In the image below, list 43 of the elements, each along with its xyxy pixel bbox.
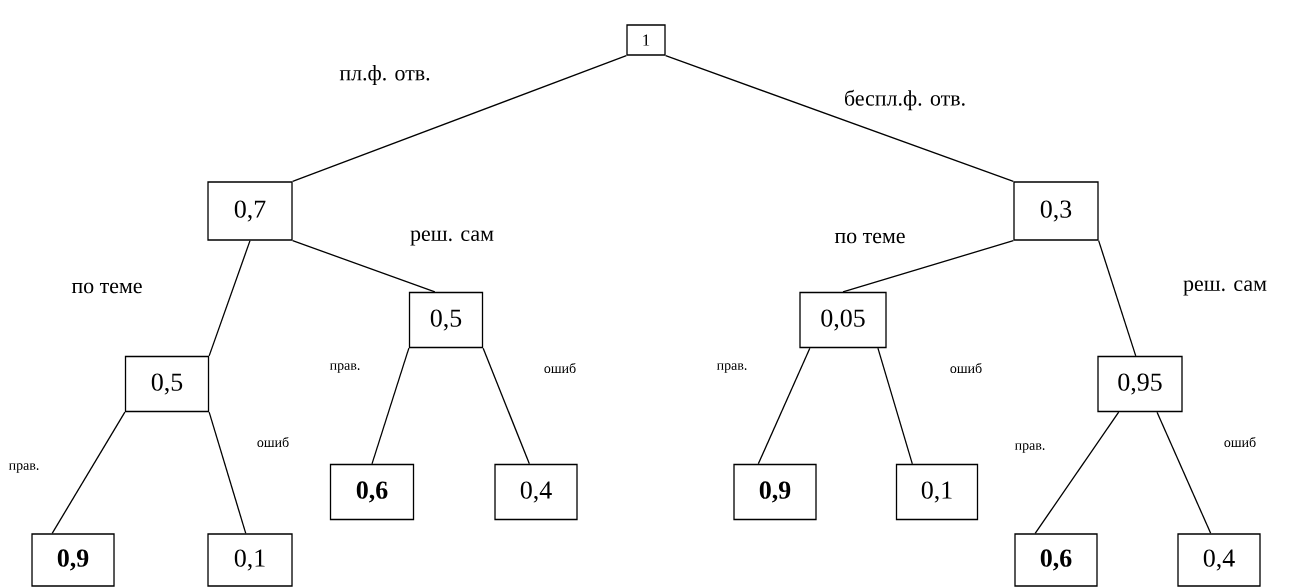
edge-label: прав. [328,362,362,374]
edge-label: прав. [1013,442,1047,454]
value-box: 0,1 [207,533,293,587]
connector-line [208,240,251,357]
edge-label: ошиб [255,435,291,449]
value-box: 0,3 [1013,181,1099,241]
connector-line [51,411,126,534]
edge-label: пл.ф. отв. [338,64,432,86]
connector-line [208,411,247,534]
connector-line [1034,411,1120,534]
value-box: 0,4 [1177,533,1261,587]
value-box: 0,1 [895,463,979,521]
connector-line [842,240,1014,293]
edge-label: ошиб [1222,435,1258,449]
value-box: 1 [626,24,666,56]
edge-label: беспл.ф. отв. [842,88,968,112]
edge-label: по теме [833,231,907,245]
connector-line [292,240,436,293]
value-box: 0,9 [733,463,817,521]
edge-label: прав. [7,462,41,474]
value-box: 0,5 [408,291,484,349]
value-box: 0,95 [1097,355,1183,413]
edge-label: реш. сам [1182,279,1268,297]
connector-line [371,347,410,465]
connector-line [877,347,913,465]
edge-label: прав. [715,362,749,374]
connector-line [292,55,627,182]
connector-line [665,55,1014,182]
connector-line [482,347,530,465]
value-box: 0,5 [124,355,210,413]
edge-label: по теме [70,281,144,295]
edge-label: реш. сам [409,229,495,247]
edge-label: ошиб [948,361,984,375]
value-box: 0,4 [494,463,578,521]
value-box: 0,7 [207,181,293,241]
value-box: 0,6 [1014,533,1098,587]
connector-line [1156,411,1212,534]
value-box: 0,6 [329,463,415,521]
connector-line [1098,240,1137,357]
value-box: 0,9 [31,533,115,587]
value-box: 0,05 [799,291,887,349]
edge-label: ошиб [542,361,578,375]
connector-line [757,347,811,465]
